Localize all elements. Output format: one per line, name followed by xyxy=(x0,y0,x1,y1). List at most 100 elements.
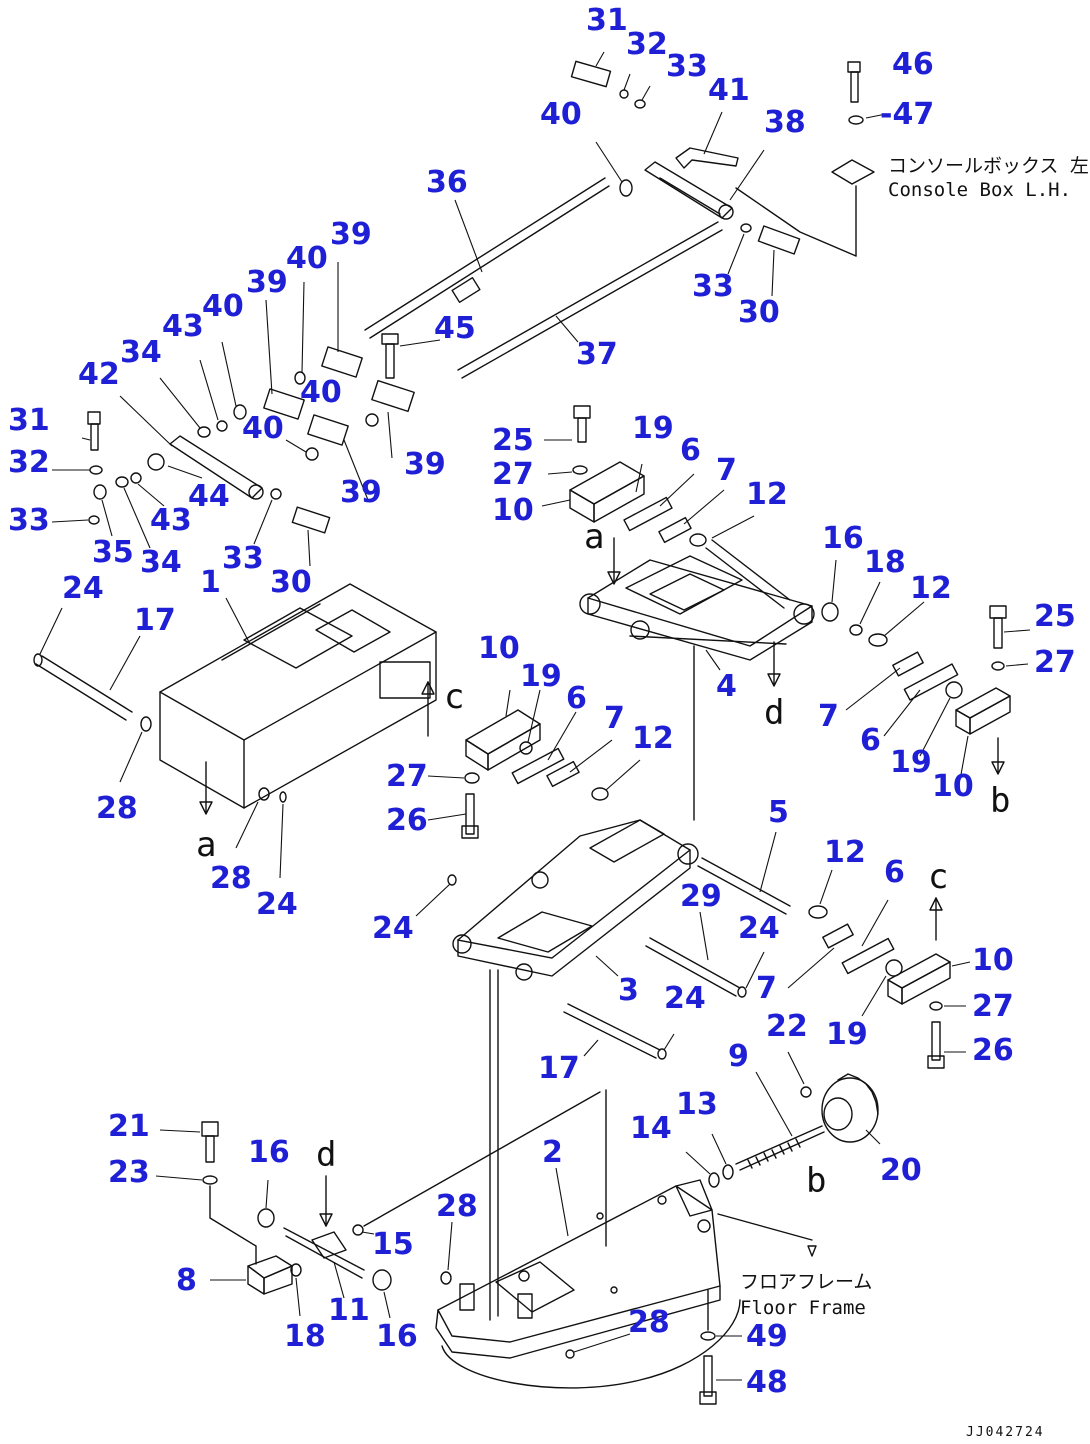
annotations: コンソールボックス 左 Console Box L.H. フロアフレーム Flo… xyxy=(740,155,1089,1440)
callout-30: 30 xyxy=(270,565,312,600)
bush-16-left xyxy=(257,1208,275,1228)
callout-1: 1 xyxy=(200,565,221,600)
callout-42: 42 xyxy=(78,357,120,392)
callout-27: 27 xyxy=(492,457,534,492)
callout-48: 48 xyxy=(746,1365,788,1400)
callout-7: 7 xyxy=(604,701,625,736)
pin-24-right xyxy=(737,986,747,998)
callout-10: 10 xyxy=(492,493,534,528)
callout-16: 16 xyxy=(248,1135,290,1170)
ref-letter-c: c xyxy=(928,857,948,897)
note-floor-jp: フロアフレーム xyxy=(740,1271,872,1293)
callout-28: 28 xyxy=(96,791,138,826)
callout-11: 11 xyxy=(328,1293,370,1328)
callout-17: 17 xyxy=(134,603,176,638)
ref-letter-b: b xyxy=(806,1161,826,1201)
clevis-31-top xyxy=(570,60,612,88)
washer-34 xyxy=(197,426,211,438)
callout-40: 40 xyxy=(202,289,244,324)
callout-40: 40 xyxy=(242,411,284,446)
washer-27-mid xyxy=(464,772,480,784)
callout-20: 20 xyxy=(880,1153,922,1188)
bush-28-mid xyxy=(258,787,270,801)
arrow-a-down xyxy=(199,761,213,815)
block-10-right xyxy=(955,687,1011,735)
callout-19: 19 xyxy=(890,745,932,780)
rod-36 xyxy=(364,177,610,339)
callout-36: 36 xyxy=(426,165,468,200)
washer-15 xyxy=(352,1224,364,1236)
plate-6-mid xyxy=(511,747,565,785)
bolt-26-lower xyxy=(927,1021,945,1069)
callout-18: 18 xyxy=(284,1319,326,1354)
washer-32-left xyxy=(89,465,103,475)
ref-letter-c: c xyxy=(444,677,464,717)
callout-7: 7 xyxy=(716,453,737,488)
note-console-en: Console Box L.H. xyxy=(888,179,1071,201)
arrow-d-lower xyxy=(319,1175,333,1227)
bolt-25-right xyxy=(989,605,1007,649)
block-10-mid xyxy=(465,709,541,771)
bushes-40 xyxy=(233,371,379,461)
blocks-39 xyxy=(263,346,415,446)
bush-40-top xyxy=(619,179,633,197)
callout-14: 14 xyxy=(630,1111,672,1146)
washer-27-lower xyxy=(929,1001,943,1011)
bolt-21 xyxy=(201,1121,219,1163)
pin-5 xyxy=(697,857,791,915)
callout-43: 43 xyxy=(162,309,204,344)
clevis-30-mid xyxy=(291,506,331,534)
callout-31: 31 xyxy=(586,3,628,38)
callout-21: 21 xyxy=(108,1109,150,1144)
callout-45: 45 xyxy=(434,311,476,346)
pin-24-lower xyxy=(657,1048,667,1060)
callout-39: 39 xyxy=(246,265,288,300)
callout-24: 24 xyxy=(664,981,706,1016)
callout-12: 12 xyxy=(746,477,788,512)
pin-24-mid xyxy=(279,791,287,803)
bolt-26-mid xyxy=(461,793,479,839)
callout-28: 28 xyxy=(436,1189,478,1224)
callout-16: 16 xyxy=(376,1319,418,1354)
callout-26: 26 xyxy=(972,1033,1014,1068)
callout-7: 7 xyxy=(818,699,839,734)
callout-43: 43 xyxy=(150,503,192,538)
arrow-c-lower xyxy=(929,897,943,941)
washer-33-mid xyxy=(270,488,282,500)
callout-10: 10 xyxy=(478,631,520,666)
pin-24-top xyxy=(447,874,457,886)
washer-23 xyxy=(202,1175,218,1185)
callout-10: 10 xyxy=(972,943,1014,978)
callout-37: 37 xyxy=(576,337,618,372)
callout-2: 2 xyxy=(542,1135,563,1170)
callout-33: 33 xyxy=(666,49,708,84)
ref-letter-d: d xyxy=(764,693,784,733)
washer-13 xyxy=(722,1164,734,1180)
callout-29: 29 xyxy=(680,879,722,914)
bush-16-right xyxy=(821,602,839,622)
pin-24-upper xyxy=(33,653,43,667)
pin-17-upper xyxy=(35,655,133,721)
washer-12-lower xyxy=(808,905,828,919)
washer-18-right xyxy=(849,624,863,636)
plate-7-lower xyxy=(822,923,854,949)
washer-32-top xyxy=(619,89,629,99)
ref-letter-a: a xyxy=(584,517,604,557)
clip-35 xyxy=(93,484,107,500)
note-floor-en: Floor Frame xyxy=(740,1297,866,1319)
console-mount xyxy=(735,159,875,257)
lever-41 xyxy=(675,147,739,169)
arrow-a-top xyxy=(607,537,621,585)
washer-12-mid xyxy=(591,787,609,801)
callout-24: 24 xyxy=(62,571,104,606)
ref-letter-d: d xyxy=(316,1135,336,1175)
callout-49: 49 xyxy=(746,1319,788,1354)
callout-33: 33 xyxy=(8,503,50,538)
plate-6-lower xyxy=(841,937,895,975)
bolt-46 xyxy=(847,61,861,103)
callout-40: 40 xyxy=(540,97,582,132)
callout-19: 19 xyxy=(632,411,674,446)
callout-23: 23 xyxy=(108,1155,150,1190)
washer-33-left xyxy=(88,515,100,525)
